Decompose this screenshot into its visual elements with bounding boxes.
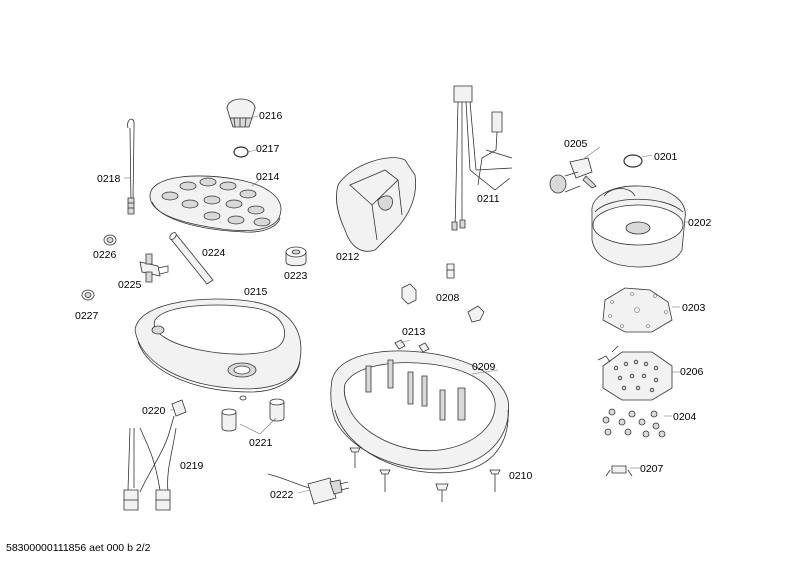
label-0216: 0216 [259, 110, 283, 122]
part-0214-tray [150, 176, 281, 232]
label-0206: 0206 [680, 366, 704, 378]
part-0207-sensor [606, 466, 632, 476]
document-footer-id: 58300000111856 aet 000 b 2/2 [6, 542, 151, 554]
part-0203-gasket [603, 288, 672, 332]
part-0215-housing [135, 299, 301, 392]
label-0219: 0219 [180, 460, 204, 472]
label-0218: 0218 [97, 173, 121, 185]
part-0205-switch [550, 158, 596, 193]
label-0207: 0207 [640, 463, 664, 475]
label-0205: 0205 [564, 138, 588, 150]
part-0212-shell [336, 158, 415, 252]
label-0212: 0212 [336, 251, 360, 263]
part-0218-rod [128, 119, 134, 214]
label-0214: 0214 [256, 171, 280, 183]
part-0223-cap [286, 247, 306, 266]
leader-lines [124, 116, 688, 493]
part-0204-nuts [603, 409, 665, 437]
label-0209: 0209 [472, 361, 496, 373]
part-0225-valve [140, 254, 168, 282]
label-0201: 0201 [654, 151, 678, 163]
part-0210-screws [350, 448, 500, 502]
label-0222: 0222 [270, 489, 294, 501]
part-0219-harness [124, 428, 176, 510]
part-0220-connector [170, 400, 186, 430]
part-0216-knob [227, 99, 255, 127]
label-0227: 0227 [75, 310, 99, 322]
part-0213-pins [395, 340, 429, 352]
part-0217-ring [234, 147, 248, 157]
label-0223: 0223 [284, 270, 308, 282]
label-0211: 0211 [477, 193, 500, 205]
part-0224-tube [169, 231, 213, 284]
label-0215: 0215 [244, 286, 268, 298]
label-0202: 0202 [688, 217, 712, 229]
label-0213: 0213 [402, 326, 426, 338]
part-0201-ring [624, 155, 642, 167]
label-0220: 0220 [142, 405, 166, 417]
part-0209-base [331, 351, 509, 473]
label-0221: 0221 [249, 437, 273, 449]
label-0203: 0203 [682, 302, 706, 314]
part-0222-plug [268, 474, 349, 504]
label-0204: 0204 [673, 411, 697, 423]
part-0206-heater [598, 346, 672, 400]
part-0211-wiring [452, 86, 512, 230]
part-0221-cylinders [222, 396, 284, 431]
label-0226: 0226 [93, 249, 117, 261]
label-0217: 0217 [256, 143, 280, 155]
label-0210: 0210 [509, 470, 533, 482]
label-0208: 0208 [436, 292, 460, 304]
label-0225: 0225 [118, 279, 142, 291]
part-0208-clips [402, 264, 484, 322]
part-0202-tank [592, 186, 685, 267]
part-0226-washer [104, 235, 116, 245]
label-0224: 0224 [202, 247, 226, 259]
part-0227-washer [82, 290, 94, 300]
